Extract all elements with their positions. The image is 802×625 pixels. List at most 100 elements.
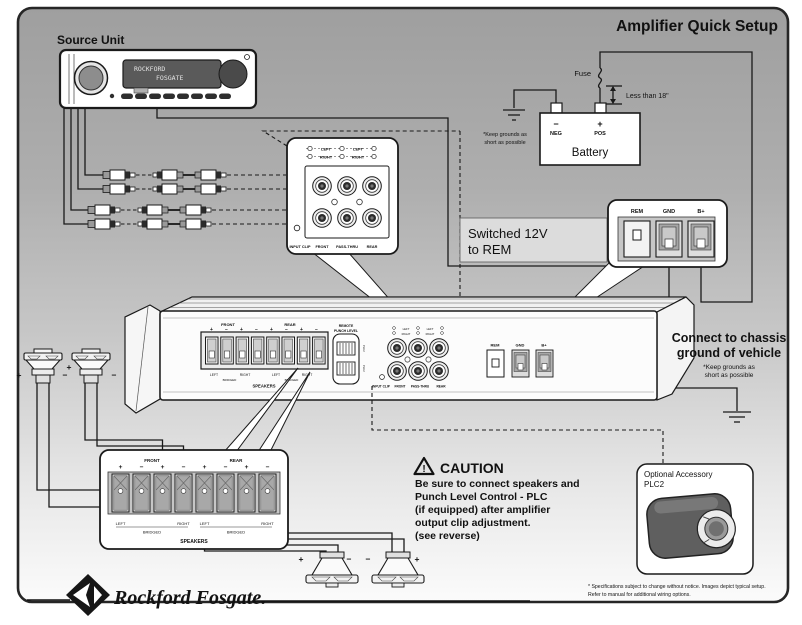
svg-text:−: − xyxy=(266,464,270,471)
svg-text:LEFT: LEFT xyxy=(403,327,410,331)
preset-button xyxy=(109,93,115,99)
ground-symbol-icon xyxy=(503,109,525,121)
preset-buttons xyxy=(121,93,231,99)
rca-cable-rear-right xyxy=(87,218,212,230)
svg-text:RIGHT: RIGHT xyxy=(352,155,365,160)
svg-text:−: − xyxy=(182,464,186,471)
svg-text:BRIDGED: BRIDGED xyxy=(143,530,161,535)
svg-text:−: − xyxy=(315,327,318,333)
pos-label: POS xyxy=(594,131,606,137)
footnote: * Specifications subject to change witho… xyxy=(588,584,766,598)
display-line2: FOSGATE xyxy=(156,74,183,82)
svg-text:Optional Accessory: Optional Accessory xyxy=(644,470,712,479)
svg-text:Be sure to connect speakers an: Be sure to connect speakers and xyxy=(415,478,580,490)
svg-text:*Keep grounds as: *Keep grounds as xyxy=(703,364,755,371)
logo-wordmark: Rockford Fosgate. xyxy=(113,587,266,609)
switched-line1: Switched 12V xyxy=(468,226,548,241)
svg-text:B+: B+ xyxy=(541,343,547,348)
svg-text:FRONT: FRONT xyxy=(395,385,406,389)
callout-dashed-line xyxy=(261,130,460,147)
svg-text:BRIDGED: BRIDGED xyxy=(227,530,245,535)
amp-right-cap xyxy=(656,296,695,401)
svg-text:* Specifications subject to ch: * Specifications subject to change witho… xyxy=(588,584,766,590)
rca-cable-front-left xyxy=(102,169,227,181)
page-title: Amplifier Quick Setup xyxy=(616,18,778,35)
switched-12v-note: Switched 12V to REM xyxy=(459,217,608,263)
rem-terminal xyxy=(623,220,651,258)
svg-text:−: − xyxy=(140,464,144,471)
caution-title: CAUTION xyxy=(440,460,504,476)
rem-terminal-slot xyxy=(632,229,642,241)
amplifier: FRONT REAR + − + − + − + − LEFT RIGHT LE… xyxy=(124,296,695,414)
svg-text:RIGHT: RIGHT xyxy=(320,155,333,160)
svg-text:PASS-THRU: PASS-THRU xyxy=(411,385,430,389)
remote-jack-plate xyxy=(332,333,360,385)
svg-text:−: − xyxy=(112,370,117,380)
rca-cable-front-right xyxy=(102,183,227,195)
svg-text:LEFT: LEFT xyxy=(353,147,364,152)
svg-text:LEFT: LEFT xyxy=(272,373,280,377)
less-than-18-label: Less than 18" xyxy=(626,93,669,100)
svg-text:+: + xyxy=(17,370,22,380)
svg-text:BRIDGED: BRIDGED xyxy=(285,378,300,382)
svg-text:SPEAKERS: SPEAKERS xyxy=(180,539,208,545)
svg-text:−: − xyxy=(224,464,228,471)
svg-text:PLC2: PLC2 xyxy=(644,480,665,489)
svg-text:RIGHT: RIGHT xyxy=(426,332,435,336)
keep-grounds-note: *Keep grounds as short as possible xyxy=(483,132,527,146)
svg-text:output clip adjustment.: output clip adjustment. xyxy=(415,517,531,529)
optional-accessory: Optional Accessory PLC2 xyxy=(636,463,754,575)
svg-text:Punch Level Control - PLC: Punch Level Control - PLC xyxy=(415,491,548,503)
input-clip-led xyxy=(293,224,301,232)
svg-text:FRONT: FRONT xyxy=(144,458,160,463)
rca-wire xyxy=(70,108,88,211)
input-clip-label: INPUT CLIP xyxy=(289,245,311,249)
svg-text:LEFT: LEFT xyxy=(200,521,210,526)
rca-wire xyxy=(84,108,103,176)
svg-text:RIGHT: RIGHT xyxy=(302,373,313,377)
svg-text:REAR: REAR xyxy=(436,385,446,389)
battery-label: Battery xyxy=(572,147,609,159)
bplus-label: B+ xyxy=(697,209,704,215)
svg-text:+: + xyxy=(119,464,123,471)
svg-text:+: + xyxy=(270,327,273,333)
warning-bang: ! xyxy=(422,464,425,475)
rem-terminal-slot xyxy=(491,358,500,368)
chassis-ground-note: Connect to chassis ground of vehicle *Ke… xyxy=(672,331,787,379)
svg-text:PUNCH LEVEL: PUNCH LEVEL xyxy=(334,329,358,333)
input-clip-led xyxy=(379,374,385,380)
power-led xyxy=(244,54,250,60)
svg-text:−: − xyxy=(285,327,288,333)
battery-pos-terminal xyxy=(594,102,607,114)
svg-text:−: − xyxy=(255,327,258,333)
svg-text:RIGHT: RIGHT xyxy=(402,332,411,336)
svg-text:+: + xyxy=(161,464,165,471)
bplus-terminal xyxy=(535,349,554,378)
fuse-label: Fuse xyxy=(574,69,591,78)
gnd-label: GND xyxy=(663,209,675,215)
volume-knob-center xyxy=(78,65,104,91)
speaker-terminal-detail: FRONT REAR + − + − + − + − LEFT RIGHT BR… xyxy=(99,367,311,550)
rem-label: REM xyxy=(631,209,644,215)
svg-text:−: − xyxy=(347,554,352,564)
battery-body xyxy=(539,112,641,166)
svg-text:REAR: REAR xyxy=(230,458,244,463)
svg-text:SPEAKERS: SPEAKERS xyxy=(252,384,275,389)
svg-text:FRONT: FRONT xyxy=(221,322,235,327)
svg-text:PLC2: PLC2 xyxy=(362,365,366,372)
svg-text:+: + xyxy=(210,327,213,333)
rca-wire xyxy=(63,108,88,225)
rca-wire xyxy=(77,108,103,190)
display-line1: ROCKFORD xyxy=(134,65,165,73)
svg-text:RIGHT: RIGHT xyxy=(177,521,190,526)
svg-text:Connect to chassis: Connect to chassis xyxy=(672,331,787,345)
svg-text:LEFT: LEFT xyxy=(210,373,218,377)
svg-text:short as possible: short as possible xyxy=(705,372,754,379)
rca-cabling xyxy=(63,108,461,308)
svg-text:LEFT: LEFT xyxy=(116,521,126,526)
bplus-terminal xyxy=(687,220,715,258)
amp-left-cap xyxy=(124,304,161,414)
svg-text:RIGHT: RIGHT xyxy=(240,373,251,377)
rockford-diamond-icon xyxy=(66,574,110,616)
